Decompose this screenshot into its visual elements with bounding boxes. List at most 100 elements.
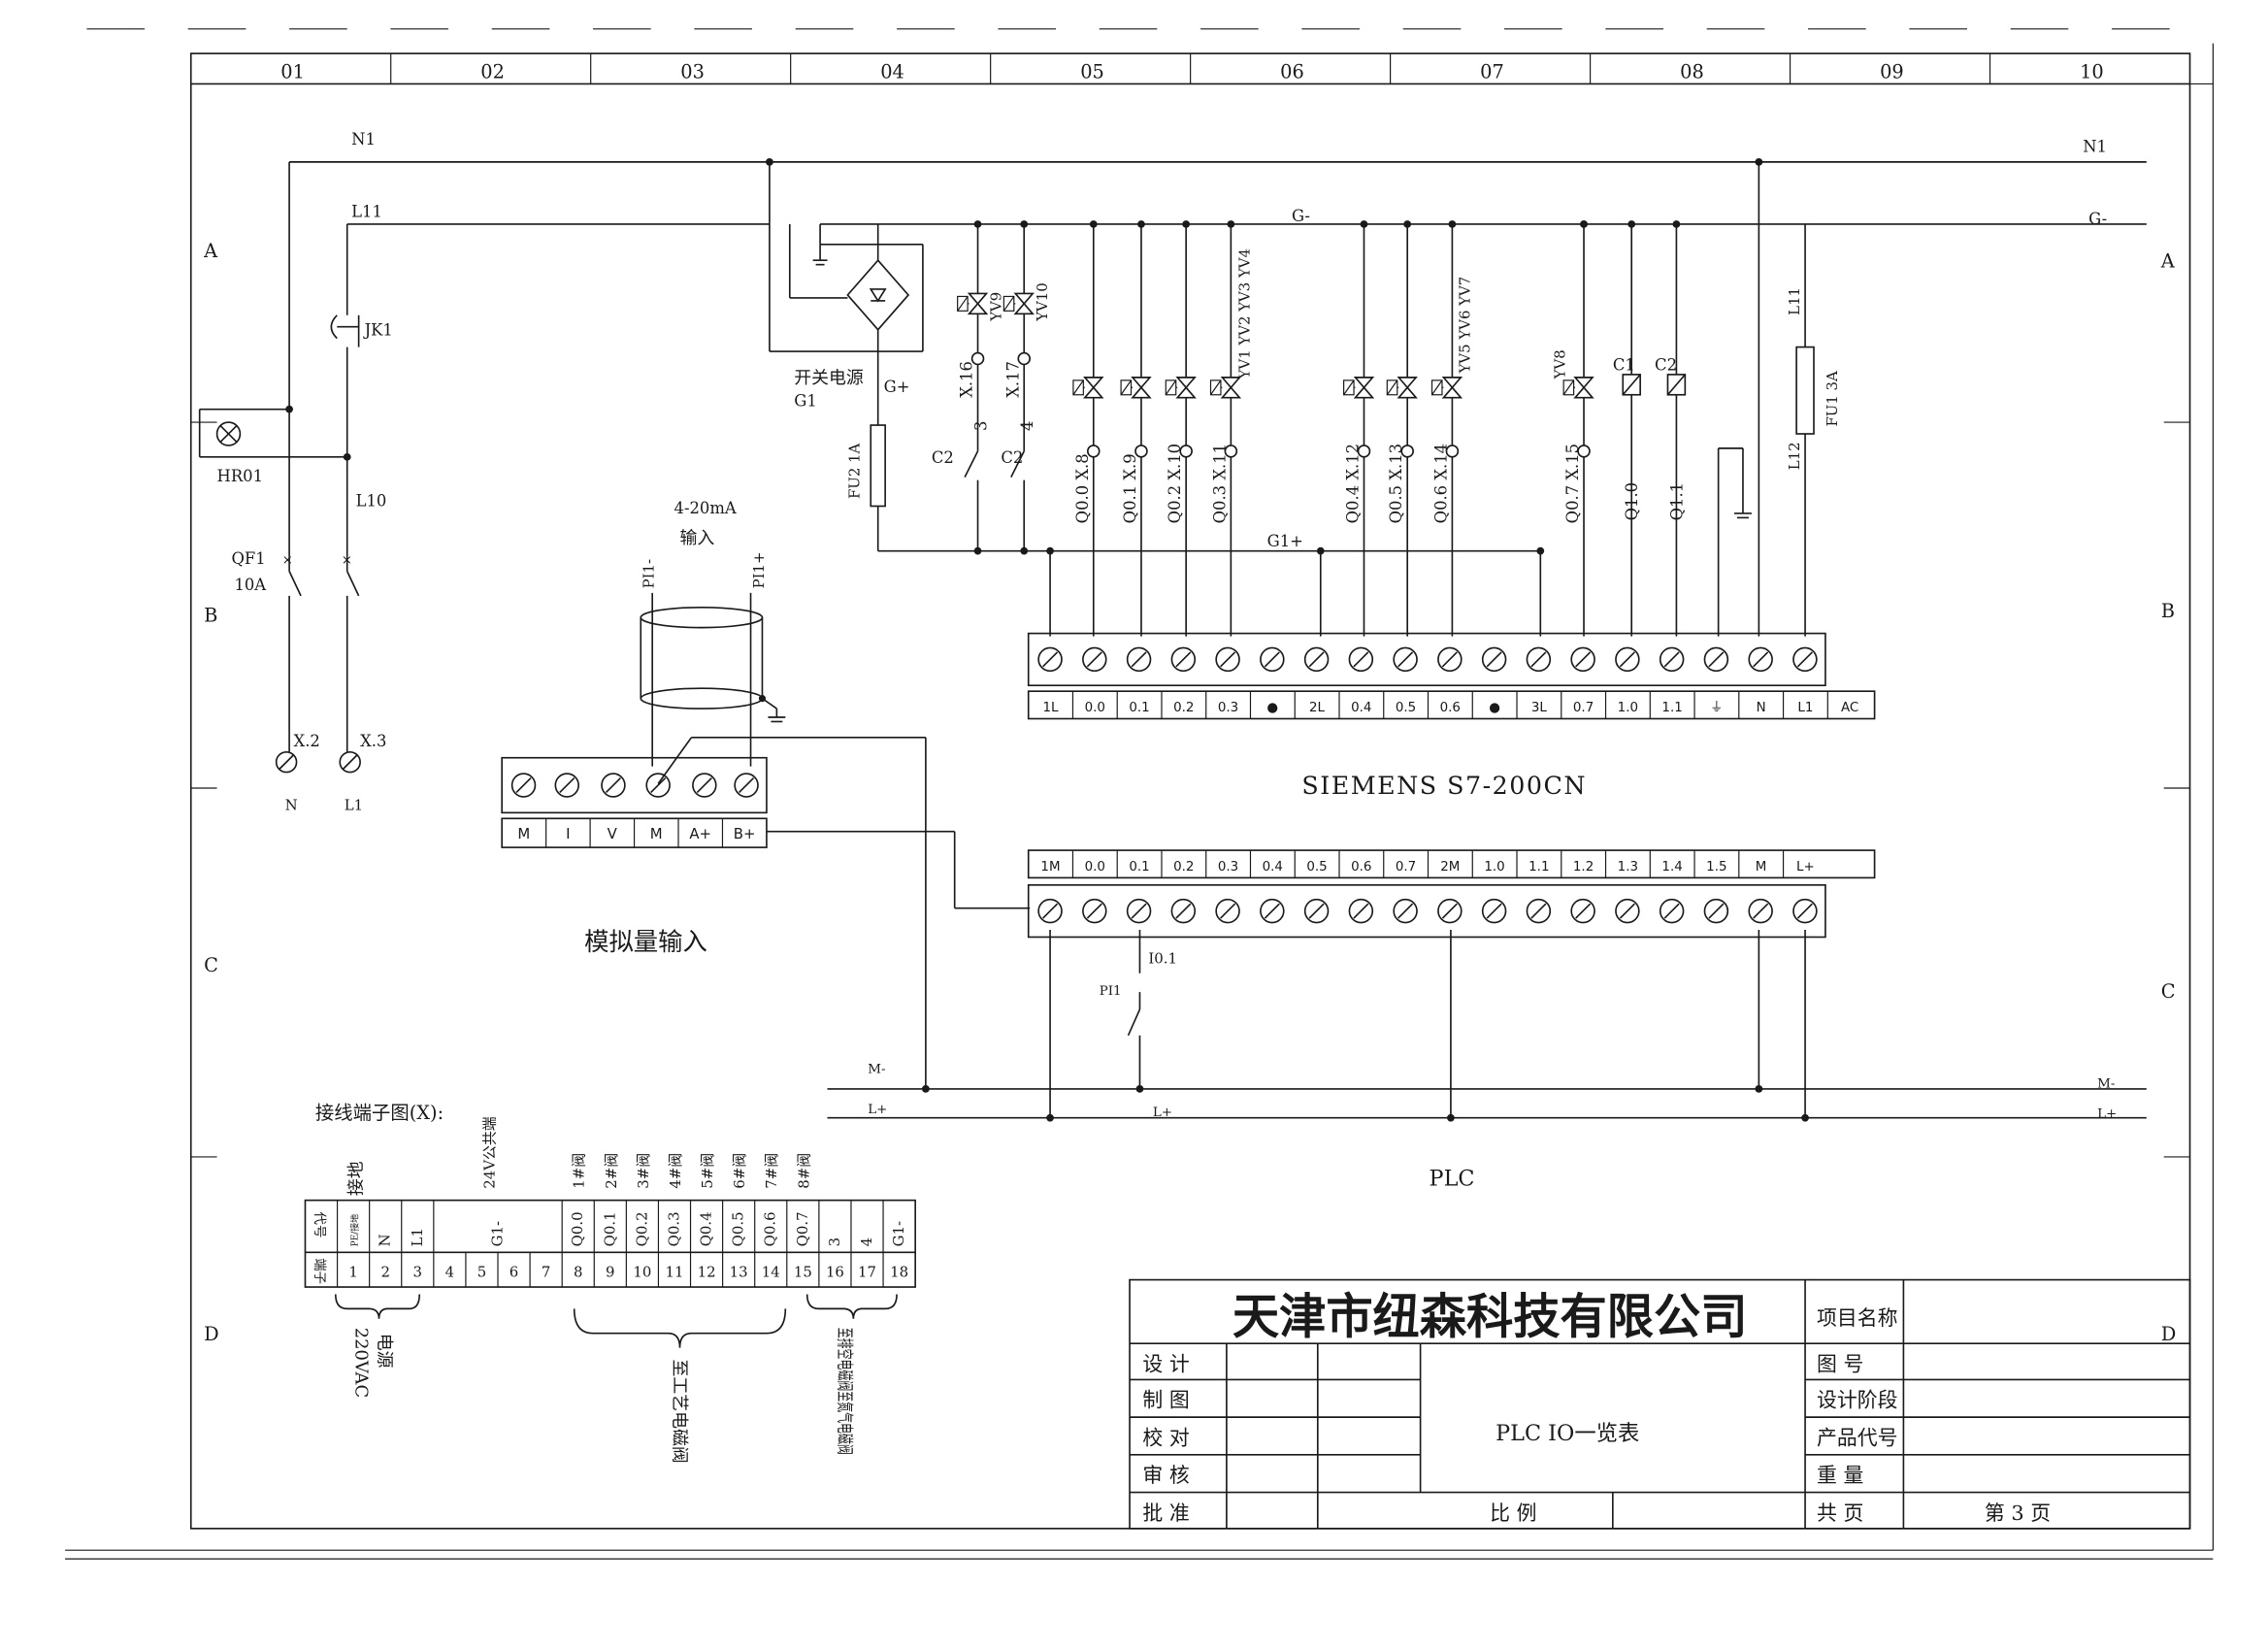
output-addr-label: Q0.5 <box>1387 485 1405 523</box>
terminal-code-label: G1- <box>488 1221 506 1246</box>
plc-out-terminal-label: ⏚ <box>1710 700 1723 715</box>
plc-out-terminal-label: 1.0 <box>1618 701 1638 715</box>
pi1-plus-label: PI1+ <box>750 552 768 589</box>
output-addr-label: Q0.3 <box>1210 485 1229 523</box>
g-minus-label-right: G- <box>2088 210 2107 228</box>
brace-power <box>334 1294 421 1319</box>
output-addr-label: Q0.2 <box>1166 485 1184 523</box>
plc-in-terminal-label: 1M <box>1040 860 1060 874</box>
plc-in-terminal-label: 0.4 <box>1263 860 1283 874</box>
grid-row-B-left: B <box>204 605 217 627</box>
svg-text:×: × <box>342 553 352 568</box>
top-valve-x-label: X.17 <box>1003 361 1022 398</box>
l-plus-label-mid: L+ <box>1153 1106 1172 1120</box>
page-number: 第 3 页 <box>1985 1502 2051 1525</box>
q1-1-label: Q1.1 <box>1667 482 1686 520</box>
g1-plus-label: G1+ <box>1267 532 1303 550</box>
c2-coil-label: C2 <box>1655 355 1677 374</box>
m-minus-label-left: M- <box>868 1063 885 1077</box>
common-24v-label: 24V公共端 <box>481 1116 499 1188</box>
grid-col-07: 07 <box>1480 60 1504 82</box>
plc-out-terminal-label: N <box>1757 701 1766 715</box>
terminal-number-label: 12 <box>698 1264 716 1281</box>
n1-label-left: N1 <box>351 130 376 148</box>
plc-out-terminal-label: 2L <box>1309 701 1326 715</box>
g-minus-label-mid: G- <box>1292 207 1310 225</box>
terminal-number-label: 10 <box>633 1264 651 1281</box>
l12-vertical-label: L12 <box>1786 442 1803 470</box>
plc-out-terminal-label: 0.1 <box>1129 701 1149 715</box>
g-plus-label: G+ <box>884 378 910 396</box>
output-column-Q0-0: X.8Q0.0 <box>1072 220 1104 637</box>
grid-col-01: 01 <box>280 60 305 82</box>
right-row-product: 产品代号 <box>1817 1426 1897 1449</box>
plc-in-terminal-label: 0.3 <box>1218 860 1238 874</box>
output-x-label: X.12 <box>1344 444 1363 480</box>
l1-label: L1 <box>345 796 363 813</box>
output-addr-label: Q0.1 <box>1121 485 1139 523</box>
valve-label: 4#阀 <box>667 1153 684 1189</box>
terminal-code-label: PE/接地 <box>349 1214 361 1246</box>
yv-group-3: YV8 <box>1552 349 1569 380</box>
terminal-number-label: 13 <box>730 1264 748 1281</box>
n-label: N <box>285 796 298 813</box>
terminal-number-label: 9 <box>606 1264 614 1281</box>
total-pages: 共 页 <box>1817 1502 1863 1525</box>
analog-terminal-label: A+ <box>689 825 711 842</box>
lamp-hr01-icon <box>215 421 242 446</box>
plc-in-terminal-label: 0.7 <box>1396 860 1416 874</box>
grid-col-09: 09 <box>1880 60 1904 82</box>
plc-out-terminal-label: AC <box>1841 701 1858 715</box>
output-columns: X.8Q0.0X.9Q0.1X.10Q0.2X.11Q0.3X.12Q0.4X.… <box>1046 220 1681 637</box>
l-plus-label-right: L+ <box>2097 1107 2117 1122</box>
power-supply-tag: G1 <box>794 392 817 411</box>
plc-in-terminal-label: 0.5 <box>1306 860 1327 874</box>
terminal-number-label: 1 <box>348 1264 357 1281</box>
grid-row-B-right: B <box>2161 600 2175 622</box>
fu1-label: FU1 3A <box>1824 371 1841 427</box>
company-name: 天津市纽森科技有限公司 <box>1233 1289 1748 1345</box>
fu2-label: FU2 1A <box>845 443 863 499</box>
valve-label: 6#阀 <box>731 1153 748 1189</box>
grid-row-D-left: D <box>204 1323 219 1345</box>
l-plus-label-left: L+ <box>868 1103 887 1117</box>
plc-in-terminal-label: M <box>1756 860 1767 874</box>
output-x-label: X.15 <box>1563 444 1582 480</box>
i0-1-label: I0.1 <box>1148 949 1177 967</box>
title-row-review: 审 核 <box>1142 1464 1189 1487</box>
grid-col-03: 03 <box>680 60 705 82</box>
power-note-1: 电源 <box>374 1334 394 1369</box>
plc-in-terminal-label: 0.0 <box>1085 860 1105 874</box>
left-power-section <box>198 161 360 752</box>
output-addr-label: Q0.7 <box>1563 485 1582 523</box>
valve-label: 8#阀 <box>795 1153 812 1189</box>
output-column-Q0-1: X.9Q0.1 <box>1120 220 1152 637</box>
terminal-number-label: 4 <box>445 1264 454 1281</box>
grid-col-04: 04 <box>880 60 904 82</box>
plc-out-terminal-label: 3L <box>1531 701 1548 715</box>
terminal-code-label: Q0.7 <box>794 1211 811 1246</box>
pi1-minus-label: PI1- <box>641 559 658 588</box>
grid-col-05: 05 <box>1080 60 1104 82</box>
terminal-code-label: L1 <box>409 1228 426 1246</box>
output-x-label: X.14 <box>1431 444 1450 480</box>
plc-out-terminal-label: 0.4 <box>1351 701 1371 715</box>
svg-text:×: × <box>282 553 293 568</box>
top-valve-num-label: 3 <box>971 421 990 431</box>
power-note-2: 220VAC <box>351 1328 372 1398</box>
brace-air <box>805 1294 898 1319</box>
top-valve-x-label: X.16 <box>958 361 976 398</box>
common-feeds <box>1046 220 1681 637</box>
row-term-label: 端子 <box>312 1258 327 1284</box>
input-wiring <box>1049 930 1806 1118</box>
title-row-check: 校 对 <box>1142 1426 1189 1449</box>
terminal-code-label: Q0.1 <box>601 1211 618 1246</box>
title-row-approve: 批 准 <box>1142 1502 1189 1525</box>
air-note: 至排空电磁阀至氮气电磁阀 <box>834 1328 854 1455</box>
